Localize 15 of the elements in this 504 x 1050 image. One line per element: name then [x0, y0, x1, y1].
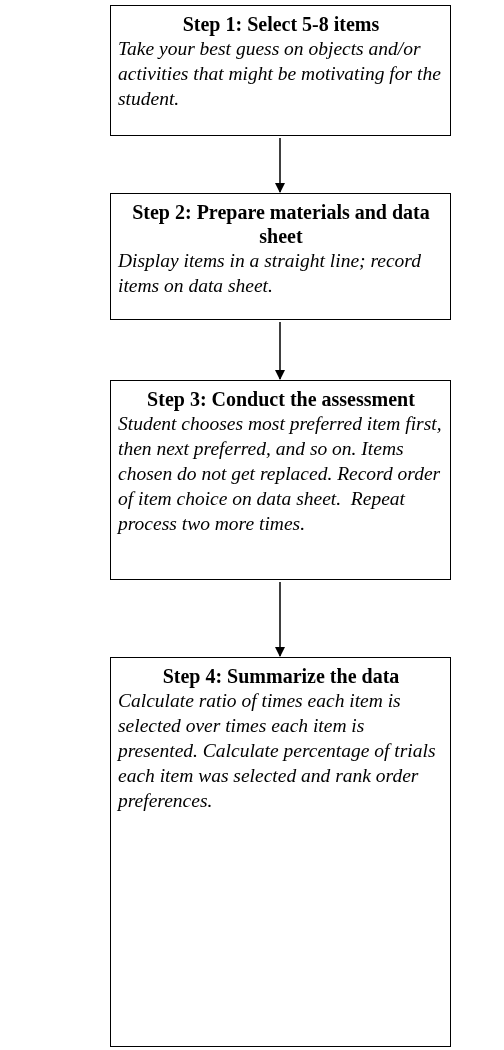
step-description: Take your best guess on objects and/or activities that might be motivating for the student.	[118, 37, 442, 111]
step-description: Display items in a straight line; record items on data sheet.	[118, 249, 422, 298]
step-title: Step 4: Summarize the data	[161, 664, 401, 688]
step-box	[110, 380, 451, 580]
step-title: Step 2: Prepare materials and data sheet	[131, 200, 431, 248]
arrow	[275, 321, 285, 380]
step-title: Step 1: Select 5-8 items	[181, 12, 381, 36]
arrow	[275, 137, 285, 193]
step-box	[110, 193, 451, 320]
step-description: Student chooses most preferred item first, then next preferred, and so on. Items chosen do not get replaced. Record order of item choice on data sheet. Repeat process two more times.	[118, 412, 443, 536]
step-box	[110, 5, 451, 136]
step-title: Step 3: Conduct the assessment	[146, 387, 416, 411]
step-box	[110, 657, 451, 1047]
step-description: Calculate ratio of times each item is selected over times each item is presented. Calculate percentage of trials each item was selected and rank order preferences.	[118, 689, 437, 813]
arrow	[275, 581, 285, 657]
